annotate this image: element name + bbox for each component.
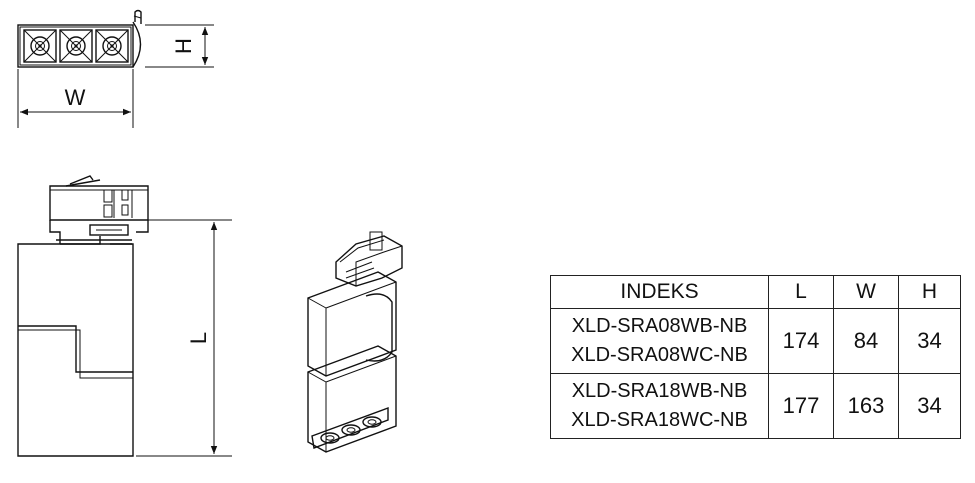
indeks-code: XLD-SRA18WC-NB (571, 409, 748, 431)
isometric-view (307, 231, 403, 453)
spec-table: INDEKS L W H XLD-SRA08WB-NB XLD-SRA08WC-… (550, 275, 961, 439)
lens-cell-2 (59, 29, 93, 63)
header-l: L (768, 275, 834, 309)
header-w: W (833, 275, 899, 309)
length-cell: 174 (768, 308, 834, 374)
indeks-code: XLD-SRA18WB-NB (571, 380, 748, 402)
indeks-code: XLD-SRA08WB-NB (571, 315, 748, 337)
width-cell: 163 (833, 373, 899, 439)
lens-cell-1 (23, 29, 57, 63)
side-view: L (17, 175, 232, 457)
table-row: XLD-SRA08WB-NB XLD-SRA08WC-NB 174 84 34 (550, 308, 961, 374)
indeks-cell: XLD-SRA18WB-NB XLD-SRA18WC-NB (550, 373, 769, 439)
indeks-code: XLD-SRA08WC-NB (571, 344, 748, 366)
height-cell: 34 (898, 308, 961, 374)
indeks-cell: XLD-SRA08WB-NB XLD-SRA08WC-NB (550, 308, 769, 374)
header-h: H (898, 275, 961, 309)
width-cell: 84 (833, 308, 899, 374)
width-label: W (65, 85, 86, 110)
top-view: H W (17, 9, 214, 128)
table-header-row: INDEKS L W H (550, 275, 961, 309)
length-label: L (186, 332, 211, 344)
table-row: XLD-SRA18WB-NB XLD-SRA18WC-NB 177 163 34 (550, 373, 961, 439)
length-cell: 177 (768, 373, 834, 439)
lens-cell-3 (95, 29, 129, 63)
height-cell: 34 (898, 373, 961, 439)
height-label: H (171, 38, 196, 54)
track-adapter (49, 175, 149, 245)
header-indeks: INDEKS (550, 275, 769, 309)
